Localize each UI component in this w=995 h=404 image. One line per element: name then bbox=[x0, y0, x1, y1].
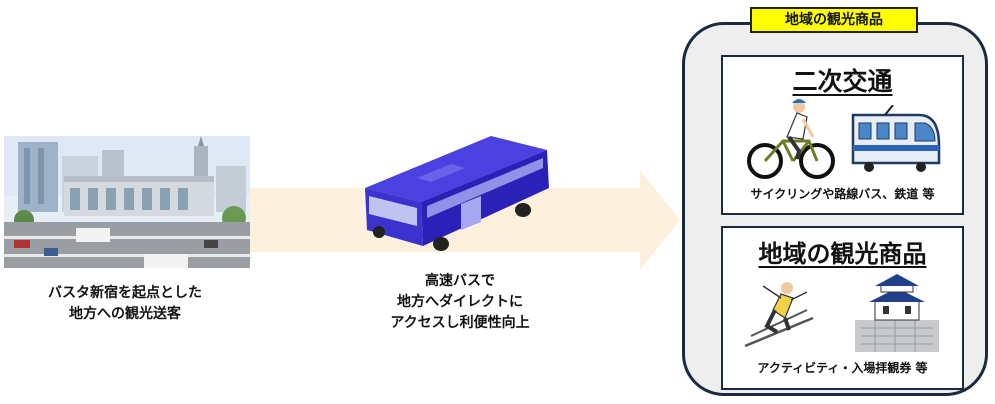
local-products-title: 地域の観光商品 bbox=[758, 240, 927, 268]
secondary-transport-note: サイクリングや路線バス、鉄道 等 bbox=[750, 187, 935, 201]
castle-icon bbox=[855, 274, 939, 352]
busta-shinjuku-photo bbox=[4, 136, 250, 268]
middle-caption-line2: 地方へダイレクトに bbox=[397, 294, 523, 310]
cyclist-icon bbox=[747, 99, 835, 179]
highway-bus-icon bbox=[365, 136, 549, 251]
middle-caption-line1: 高速バスで bbox=[425, 273, 495, 289]
train-icon bbox=[851, 105, 941, 172]
skier-icon bbox=[744, 282, 814, 348]
secondary-transport-title: 二次交通 bbox=[792, 67, 893, 96]
local-products-note: アクティビティ・入場拝観券 等 bbox=[757, 361, 928, 375]
left-caption-line1: バスタ新宿を起点とした bbox=[48, 285, 202, 301]
local-products-box: 地域の観光商品 アクティビティ・入場拝観券 等 bbox=[721, 226, 964, 390]
middle-caption-line3: アクセスし利便性向上 bbox=[390, 315, 530, 331]
panel-title-badge: 地域の観光商品 bbox=[750, 7, 918, 33]
left-caption: バスタ新宿を起点とした 地方への観光送客 bbox=[20, 283, 230, 325]
left-caption-line2: 地方への観光送客 bbox=[69, 306, 181, 322]
secondary-transport-box: 二次交通 サイクリングや路線バス、鉄道 等 bbox=[721, 55, 964, 215]
middle-caption: 高速バスで 地方へダイレクトに アクセスし利便性向上 bbox=[355, 271, 565, 334]
